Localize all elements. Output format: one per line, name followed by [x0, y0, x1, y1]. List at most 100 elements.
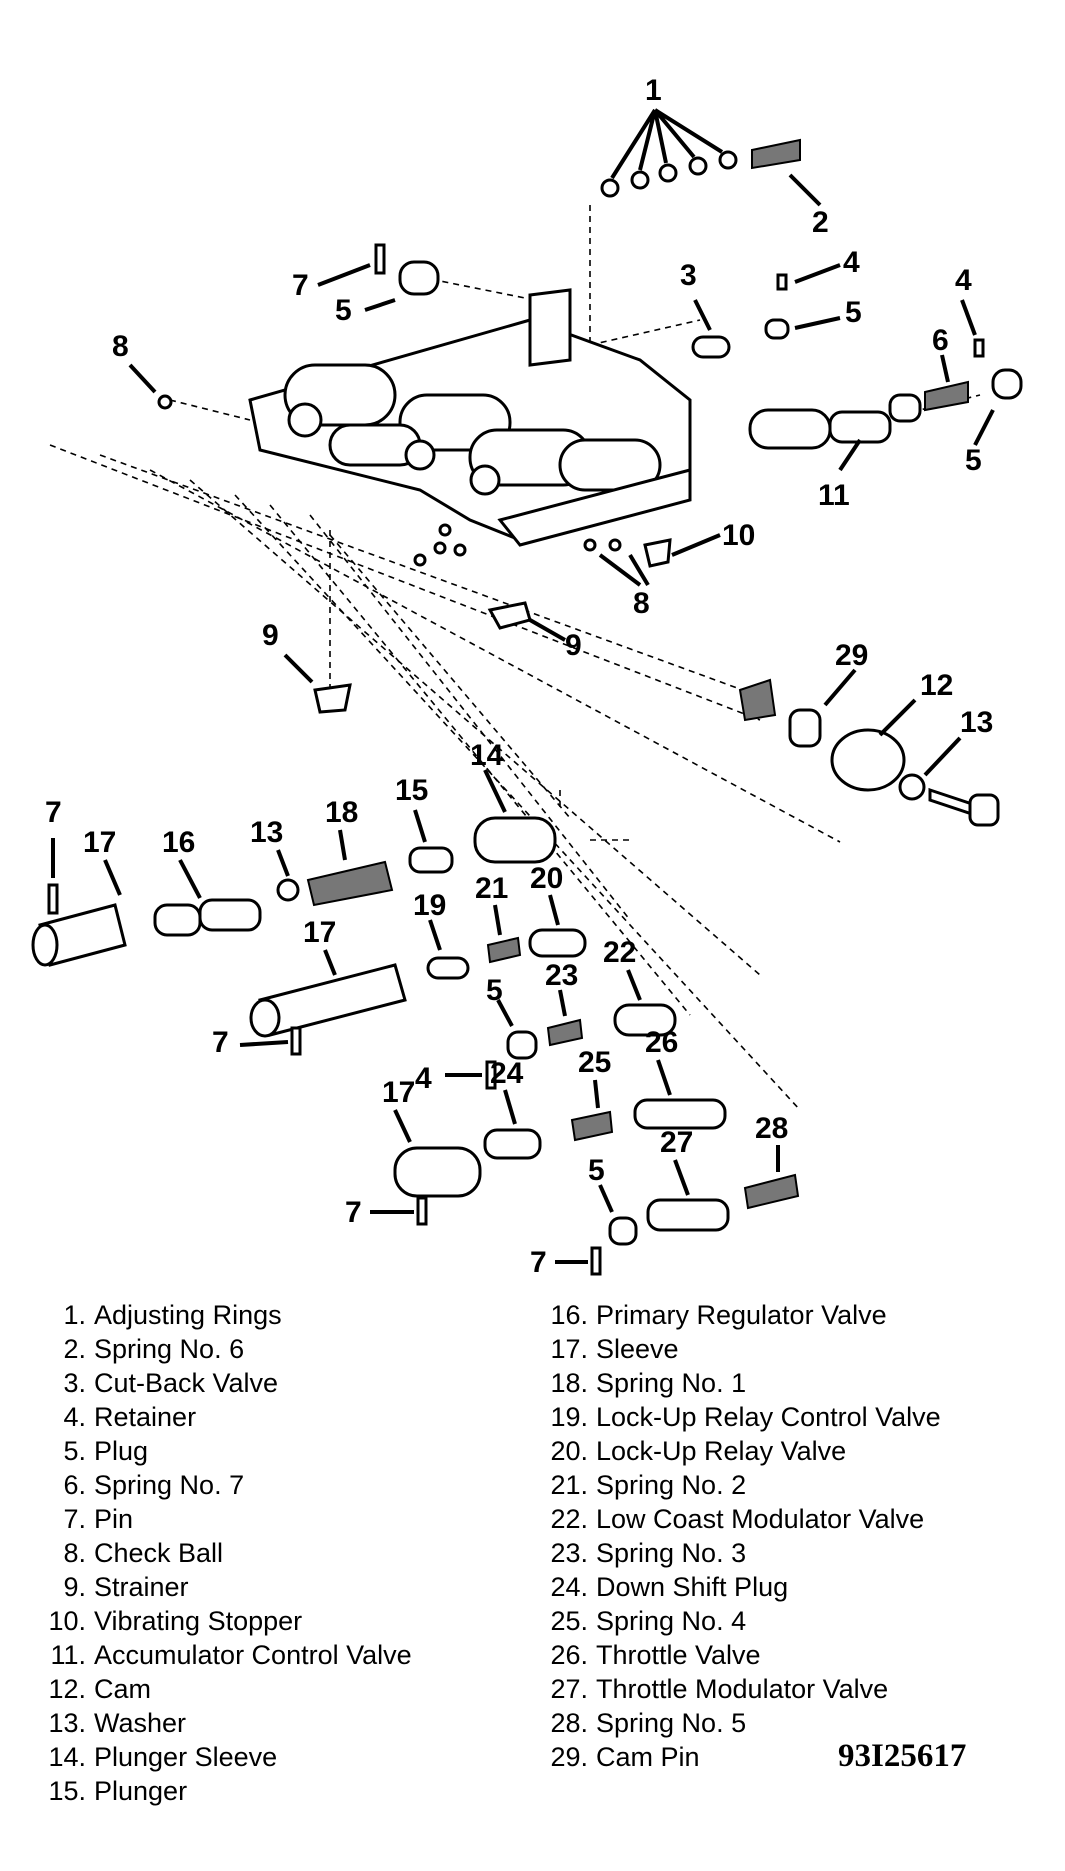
legend-item-label: Lock-Up Relay Control Valve [596, 1402, 941, 1432]
legend-item-label: Spring No. 3 [596, 1538, 747, 1568]
callout-15: 15 [395, 774, 428, 807]
legend-item-label: Primary Regulator Valve [596, 1300, 887, 1330]
callout-17-middle: 17 [303, 916, 336, 949]
callout-2: 2 [812, 206, 829, 239]
legend-item: 14.Plunger Sleeve [30, 1740, 412, 1774]
callout-7-top: 7 [292, 269, 309, 302]
legend-item: 18.Spring No. 1 [532, 1366, 941, 1400]
pin-lower-left [47, 838, 59, 915]
plug-middle [496, 999, 538, 1060]
callout-28: 28 [755, 1112, 788, 1145]
legend-item-label: Lock-Up Relay Valve [596, 1436, 847, 1466]
spring-no-3 [546, 989, 584, 1047]
legend-item-label: Spring No. 5 [596, 1708, 747, 1738]
legend-item-number: 21. [550, 1470, 588, 1500]
callout-8-lower: 8 [633, 587, 650, 620]
callout-18: 18 [325, 796, 358, 829]
legend-item-number: 2. [63, 1334, 86, 1364]
legend-item: 21. Spring No. 2 [532, 1468, 941, 1502]
legend-item-number: 1. [63, 1300, 86, 1330]
legend-item: 22. Low Coast Modulator Valve [532, 1502, 941, 1536]
callout-25: 25 [578, 1046, 611, 1079]
callout-22: 22 [603, 936, 636, 969]
callout-19: 19 [413, 889, 446, 922]
strainer-left [283, 653, 352, 714]
legend-item-label: Spring No. 7 [94, 1470, 245, 1500]
legend-item: 10.Vibrating Stopper [30, 1604, 412, 1638]
retainer-right [960, 299, 985, 358]
washer-right [898, 736, 962, 801]
legend-item-number: 3. [63, 1368, 86, 1398]
legend-item-label: Plunger Sleeve [94, 1742, 278, 1772]
legend-item: 16. Primary Regulator Valve [532, 1298, 941, 1332]
spring-no-2 [486, 904, 522, 964]
legend-item-number: 4. [63, 1402, 86, 1432]
sleeve-upper [31, 859, 127, 967]
callout-6: 6 [932, 324, 949, 357]
throttle-modulator-valve [646, 1159, 730, 1232]
adjusting-rings [600, 108, 738, 198]
callout-labels: 1 2 3 4 4 4 5 5 5 5 5 6 7 7 7 7 7 8 8 9 … [45, 74, 993, 1279]
legend-item-label: Strainer [94, 1572, 189, 1602]
legend-item-number: 9. [63, 1572, 86, 1602]
bolt [928, 787, 1000, 827]
callout-5-lower: 5 [588, 1154, 605, 1187]
callout-27: 27 [660, 1126, 693, 1159]
plug-top-left [364, 260, 440, 312]
legend-item: 27.Throttle Modulator Valve [532, 1672, 941, 1706]
washer-left [276, 849, 300, 902]
legend-item-number: 23. [550, 1538, 588, 1568]
legend-item-number: 11. [50, 1640, 86, 1670]
sleeve-middle [249, 949, 407, 1038]
callout-7-left: 7 [45, 796, 62, 829]
callout-5-top: 5 [845, 296, 862, 329]
legend-item: 26.Throttle Valve [532, 1638, 941, 1672]
check-balls-lower [413, 523, 650, 587]
legend-item: 4.Retainer [30, 1400, 412, 1434]
callout-17-left: 17 [83, 826, 116, 859]
legend-item-number: 15. [48, 1776, 86, 1806]
legend-item-label: Low Coast Modulator Valve [596, 1504, 925, 1534]
legend-item-number: 24. [550, 1572, 588, 1602]
legend-item: 24.Down Shift Plug [532, 1570, 941, 1604]
callout-21: 21 [475, 872, 508, 905]
legend-item-label: Accumulator Control Valve [94, 1640, 412, 1670]
vibrating-stopper [643, 533, 721, 568]
legend-item: 28. Spring No. 5 [532, 1706, 941, 1740]
legend-item-number: 29. [550, 1742, 588, 1772]
pin-middle [239, 1026, 302, 1056]
low-coast-modulator-valve [613, 969, 677, 1037]
legend-item: 19.Lock-Up Relay Control Valve [532, 1400, 941, 1434]
spring-no-4 [570, 1079, 614, 1142]
legend-item: 13.Washer [30, 1706, 412, 1740]
callout-8-left: 8 [112, 330, 129, 363]
callout-5-top-left: 5 [335, 294, 352, 327]
pin-top [317, 243, 386, 287]
callout-3: 3 [680, 259, 697, 292]
legend-item-label: Check Ball [94, 1538, 224, 1568]
pin-bottom [555, 1246, 602, 1276]
figure-code: 93I25617 [838, 1738, 967, 1774]
callout-7-bottom: 7 [530, 1246, 547, 1279]
legend-item-number: 22. [550, 1504, 588, 1534]
legend-item-label: Pin [94, 1504, 134, 1534]
legend-item-label: Plunger [94, 1776, 188, 1806]
plug-right [973, 368, 1023, 446]
pin-lower-middle [370, 1196, 428, 1226]
retainer-top [776, 263, 841, 291]
legend-item-number: 17. [550, 1334, 588, 1364]
spring-no-5 [743, 1145, 800, 1210]
legend-item-number: 16. [550, 1300, 588, 1330]
legend-item-number: 26. [550, 1640, 588, 1670]
legend-item-label: Spring No. 2 [596, 1470, 747, 1500]
legend-item-label: Sleeve [596, 1334, 679, 1364]
legend-item: 5.Plug [30, 1434, 412, 1468]
legend-item-number: 28. [550, 1708, 588, 1738]
legend-item: 23. Spring No. 3 [532, 1536, 941, 1570]
primary-regulator-valve [153, 859, 262, 937]
callout-12: 12 [920, 669, 953, 702]
callout-9-right: 9 [565, 629, 582, 662]
legend-item-label: Washer [94, 1708, 187, 1738]
throttle-valve [633, 1059, 727, 1130]
plug-top [764, 316, 841, 340]
